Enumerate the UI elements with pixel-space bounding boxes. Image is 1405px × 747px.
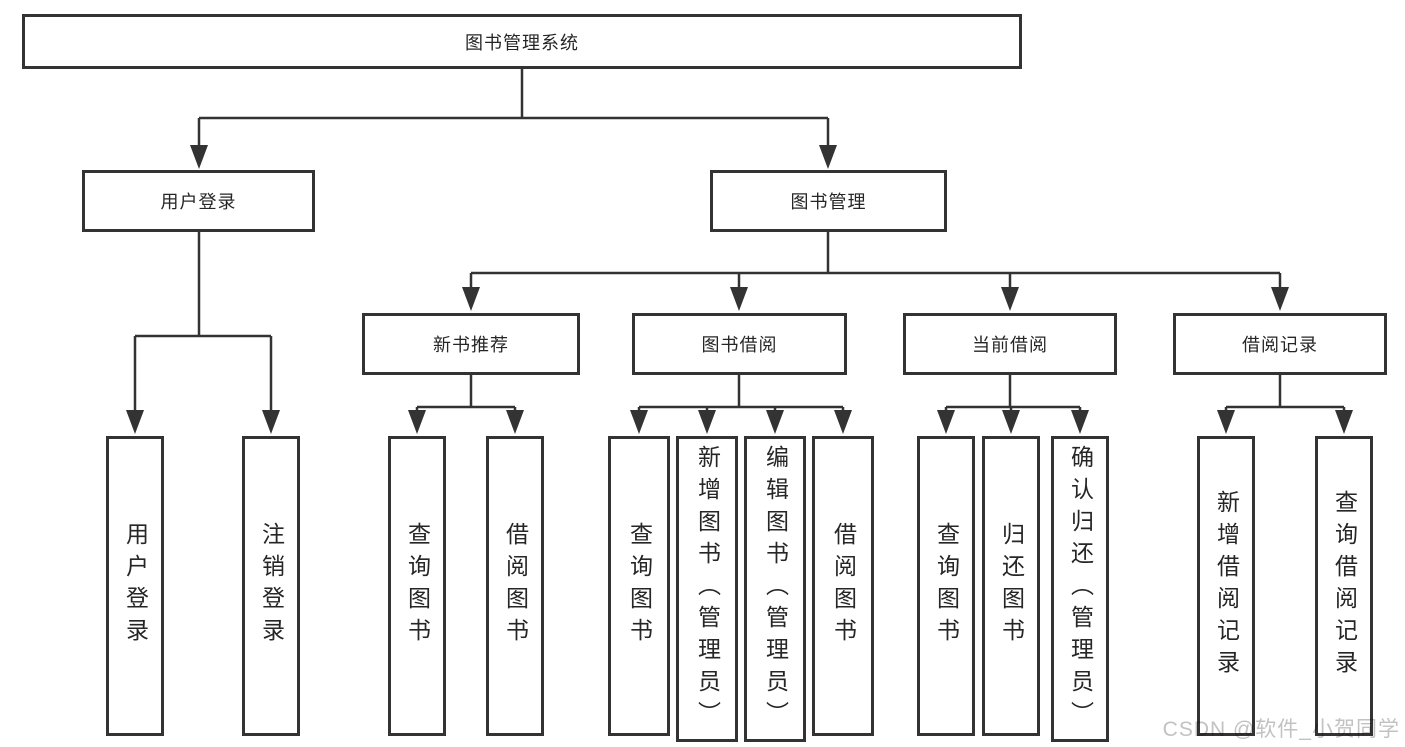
- connector-borrowing-records: [1224, 375, 1346, 416]
- node-label: 注销登录: [258, 522, 285, 650]
- node-label: 新增图书（管理员）: [694, 445, 721, 733]
- node-label: 用户登录: [160, 192, 237, 212]
- node-new-book-recommendation: 新书推荐: [362, 313, 580, 375]
- node-borrow-books: 借阅图书: [812, 436, 874, 736]
- node-logout: 注销登录: [242, 436, 300, 736]
- node-label: 用户登录: [122, 522, 149, 650]
- node-label: 查询图书: [404, 522, 431, 650]
- node-label: 当前借阅: [972, 335, 1048, 355]
- connector-current-borrowing: [944, 375, 1082, 416]
- node-add-borrow-record: 新增借阅记录: [1197, 436, 1255, 736]
- node-confirm-return-admin: 确认归还（管理员）: [1051, 436, 1109, 742]
- node-query-books-recommendation: 查询图书: [388, 436, 446, 736]
- node-user-login: 用户登录: [106, 436, 164, 736]
- node-current-borrowing: 当前借阅: [903, 313, 1117, 375]
- node-query-books-current: 查询图书: [917, 436, 975, 736]
- arrowheads: [126, 145, 1353, 434]
- csdn-watermark: CSDN @软件_小贺同学: [1162, 718, 1400, 741]
- connector-new-book-recommendation: [415, 375, 517, 416]
- node-label: 查询图书: [626, 522, 653, 650]
- node-label: 新增借阅记录: [1213, 490, 1240, 682]
- connector-root: [197, 69, 830, 152]
- node-label: 归还图书: [998, 522, 1025, 650]
- node-query-books-borrowing: 查询图书: [608, 436, 670, 736]
- node-label: 借阅图书: [830, 522, 857, 650]
- connector-book-management-module: [469, 232, 1282, 294]
- node-return-books: 归还图书: [982, 436, 1040, 736]
- node-label: 图书管理: [790, 192, 867, 212]
- node-label: 确认归还（管理员）: [1067, 445, 1094, 733]
- node-label: 查询借阅记录: [1331, 490, 1358, 682]
- node-label: 图书借阅: [701, 335, 778, 355]
- node-label: 新书推荐: [433, 335, 509, 355]
- node-book-borrowing: 图书借阅: [632, 313, 847, 375]
- node-edit-book-admin: 编辑图书（管理员）: [744, 436, 806, 742]
- node-query-borrow-record: 查询借阅记录: [1315, 436, 1373, 736]
- node-borrowing-records: 借阅记录: [1173, 313, 1387, 375]
- node-label: 图书管理系统: [465, 32, 579, 53]
- node-add-book-admin: 新增图书（管理员）: [676, 436, 738, 742]
- connector-book-borrowing: [637, 375, 845, 416]
- node-label: 借阅记录: [1242, 335, 1318, 355]
- node-label: 借阅图书: [502, 522, 529, 650]
- node-borrow-books-recommendation: 借阅图书: [486, 436, 544, 736]
- node-book-management-module: 图书管理: [710, 170, 947, 232]
- node-label: 查询图书: [933, 522, 960, 650]
- node-user-login-module: 用户登录: [82, 170, 315, 232]
- node-library-management-system: 图书管理系统: [22, 14, 1022, 69]
- connector-user-login-module: [133, 232, 273, 416]
- node-label: 编辑图书（管理员）: [762, 445, 789, 733]
